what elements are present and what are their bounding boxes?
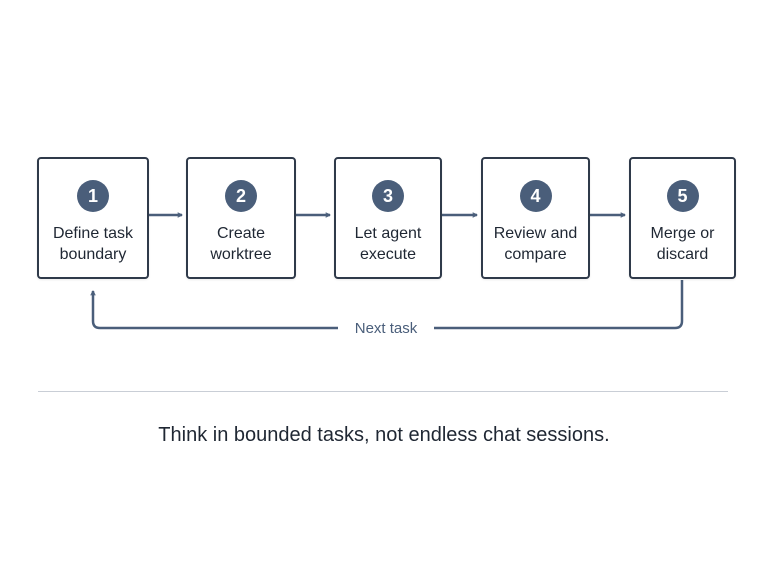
step-number-badge: 1 [77, 180, 109, 212]
step-label-line: compare [504, 246, 567, 263]
step-number-badge: 2 [225, 180, 257, 212]
step-label: Let agent execute [340, 223, 436, 265]
step-label-line: discard [656, 246, 709, 263]
loop-label: Next task [338, 318, 434, 340]
step-label-line: worktree [210, 246, 272, 263]
step-label: Review and compare [487, 223, 584, 265]
step-5-box: 5 Merge or discard [629, 157, 736, 279]
step-label-line: boundary [59, 246, 127, 263]
step-label-line: Let agent [354, 225, 422, 242]
divider [38, 391, 728, 392]
tagline: Think in bounded tasks, not endless chat… [158, 424, 610, 446]
step-4-box: 4 Review and compare [481, 157, 590, 279]
step-3-box: 3 Let agent execute [334, 157, 442, 279]
step-2-box: 2 Create worktree [186, 157, 296, 279]
step-label-line: Define task [52, 225, 134, 242]
step-label: Create worktree [192, 223, 290, 265]
step-label: Define task boundary [43, 223, 143, 265]
step-label-line: execute [359, 246, 417, 263]
step-label-line: Merge or [650, 225, 715, 242]
step-label-line: Review and [493, 225, 578, 242]
step-label-line: Create [216, 225, 266, 242]
step-label: Merge or discard [635, 223, 730, 265]
step-1-box: 1 Define task boundary [37, 157, 149, 279]
step-number-badge: 3 [372, 180, 404, 212]
step-number-badge: 4 [519, 180, 552, 212]
step-number-badge: 5 [666, 180, 699, 212]
